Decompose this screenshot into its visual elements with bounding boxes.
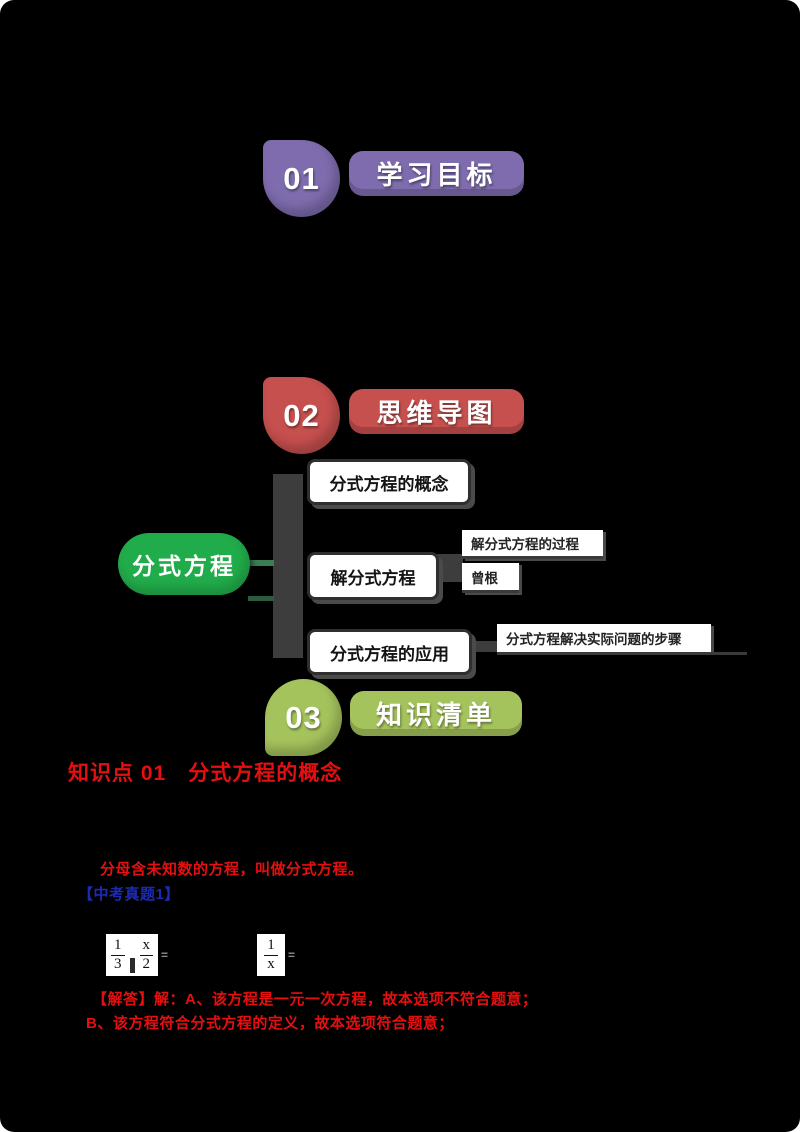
- fraction-formula-1: 1 3 x 2: [106, 934, 158, 976]
- section-02-title: 思维导图: [349, 389, 524, 434]
- mindmap-branch-apply-label: 分式方程的应用: [330, 644, 449, 664]
- formula-separator-mark: [129, 958, 135, 973]
- mindmap-child-solve-process: 解分式方程的过程: [462, 530, 603, 559]
- mindmap-child-apply-steps-underline: [497, 652, 747, 655]
- mindmap-child-extraneous-root: 曾根: [462, 563, 519, 593]
- mindmap-child-apply-steps: 分式方程解决实际问题的步骤: [497, 624, 711, 652]
- mindmap-branch-solve-label: 解分式方程: [330, 568, 416, 588]
- section-01-number: 01: [283, 160, 320, 196]
- mindmap-branch-concept-label: 分式方程的概念: [329, 474, 449, 494]
- fraction-one-third: 1 3: [111, 937, 125, 973]
- fraction-x-over-2: x 2: [139, 937, 153, 973]
- section-03-badge: 03: [265, 679, 342, 756]
- mindmap-trunk-connector: [273, 474, 303, 658]
- section-01-badge: 01: [263, 140, 340, 217]
- mindmap-child-solve-process-label: 解分式方程的过程: [471, 537, 579, 552]
- mindmap-branch-solve: 解分式方程: [307, 552, 439, 600]
- section-01-title-label: 学习目标: [376, 160, 497, 190]
- fraction-formula-2: 1 x: [257, 934, 285, 976]
- mindmap-root-connector: [246, 560, 274, 566]
- answer-line-1: 【解答】解：A、该方程是一元一次方程，故本选项不符合题意；: [92, 991, 538, 1008]
- section-02-number: 02: [283, 397, 320, 433]
- mindmap-child-apply-steps-label: 分式方程解决实际问题的步骤: [506, 632, 682, 647]
- mindmap-apply-children-connector: [466, 641, 498, 652]
- answer-line-2: B、该方程符合分式方程的定义，故本选项符合题意；: [86, 1015, 454, 1032]
- section-03-title: 知识清单: [350, 691, 522, 736]
- exam-question-tag: 【中考真题1】: [78, 886, 180, 903]
- fraction-one-over-x: 1 x: [264, 937, 278, 973]
- knowledge-point-heading: 知识点 01 分式方程的概念: [68, 762, 343, 785]
- mindmap-root-label: 分式方程: [132, 553, 236, 579]
- mindmap-child-extraneous-root-label: 曾根: [471, 570, 498, 586]
- section-01-title: 学习目标: [349, 151, 524, 196]
- mindmap-root-node: 分式方程: [118, 533, 250, 595]
- formula-2-equals-sign: =: [288, 948, 296, 962]
- section-03-title-label: 知识清单: [375, 700, 496, 730]
- mindmap-branch-apply: 分式方程的应用: [307, 629, 472, 675]
- section-02-badge: 02: [263, 377, 340, 454]
- section-03-number: 03: [285, 699, 322, 735]
- section-02-title-label: 思维导图: [376, 398, 497, 428]
- definition-text: 分母含未知数的方程，叫做分式方程。: [100, 861, 364, 878]
- mindmap-root-connector-lower: [248, 596, 274, 601]
- mindmap-branch-concept: 分式方程的概念: [307, 459, 471, 505]
- formula-1-equals-sign: =: [161, 948, 169, 962]
